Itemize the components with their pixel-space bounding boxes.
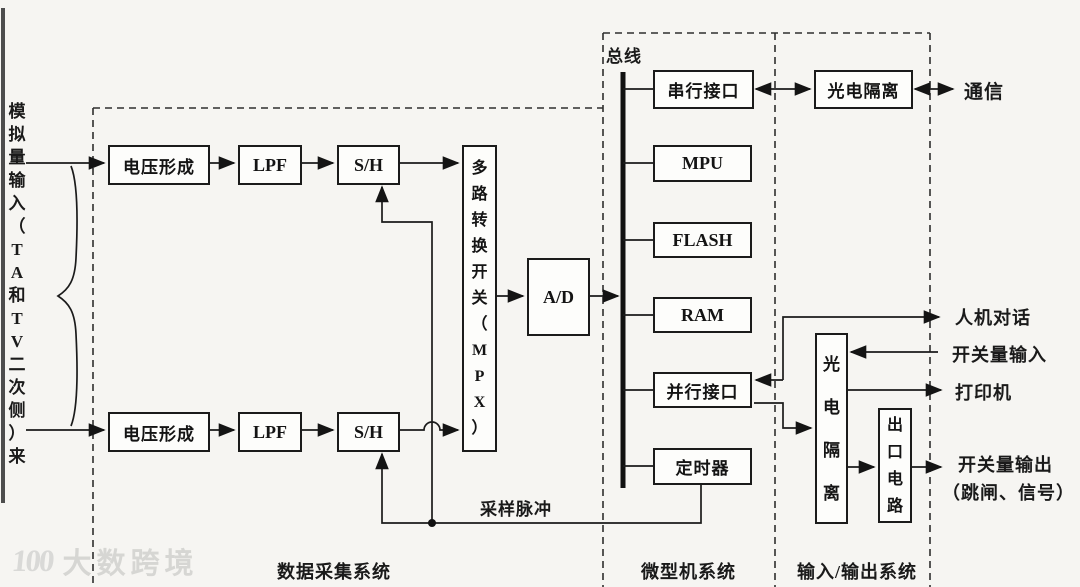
hmi-label: 人机对话 [955, 308, 1031, 328]
watermark: 100 大数跨境 [10, 540, 199, 582]
bus-label: 总线 [606, 47, 642, 66]
sampling-pulse-line [375, 452, 702, 524]
junction-dot [428, 519, 436, 527]
block-adc: A/D [527, 258, 590, 336]
block-ram: RAM [653, 297, 752, 333]
printer-label: 打印机 [955, 383, 1012, 403]
block-mpu: MPU [653, 145, 752, 182]
sampling-pulse-label: 采样脉冲 [480, 500, 552, 519]
block-lpf-top: LPF [238, 145, 302, 185]
signal-connectors [26, 82, 955, 527]
system-label-io: 输入/输出系统 [797, 562, 918, 582]
analog-input-caption: 模 拟 量 输 入 （ T A 和 T V 二 次 侧 ） 来 [8, 102, 26, 466]
region-dashed-borders [92, 32, 931, 587]
analog-input-brace [56, 165, 78, 427]
watermark-text: 大数跨境 [62, 548, 199, 580]
block-lpf-bottom: LPF [238, 412, 302, 452]
comm-label: 通信 [964, 82, 1005, 103]
block-output-circuit: 出 口 电 路 [878, 408, 912, 523]
system-label-daq: 数据采集系统 [277, 562, 391, 582]
block-parallel-port: 并行接口 [653, 372, 752, 408]
block-timer: 定时器 [653, 448, 752, 485]
block-serial-port: 串行接口 [653, 70, 754, 109]
block-mpx: 多 路 转 换 开 关 （ M P X ） [462, 145, 497, 452]
block-opto-isolation-top: 光电隔离 [814, 70, 913, 109]
system-label-mcu: 微型机系统 [641, 562, 736, 582]
block-sample-hold-bottom: S/H [337, 412, 400, 452]
switch-input-label: 开关量输入 [952, 345, 1047, 365]
block-sample-hold-top: S/H [337, 145, 400, 185]
block-voltage-forming-top: 电压形成 [108, 145, 210, 185]
block-flash: FLASH [653, 222, 752, 258]
block-voltage-forming-bottom: 电压形成 [108, 412, 210, 452]
switch-output-label: 开关量输出 [958, 455, 1053, 475]
block-opto-isolation-vertical: 光 电 隔 离 [815, 333, 848, 524]
switch-output-note: （跳闸、信号） [942, 483, 1075, 503]
watermark-logo: 100 [10, 543, 55, 578]
